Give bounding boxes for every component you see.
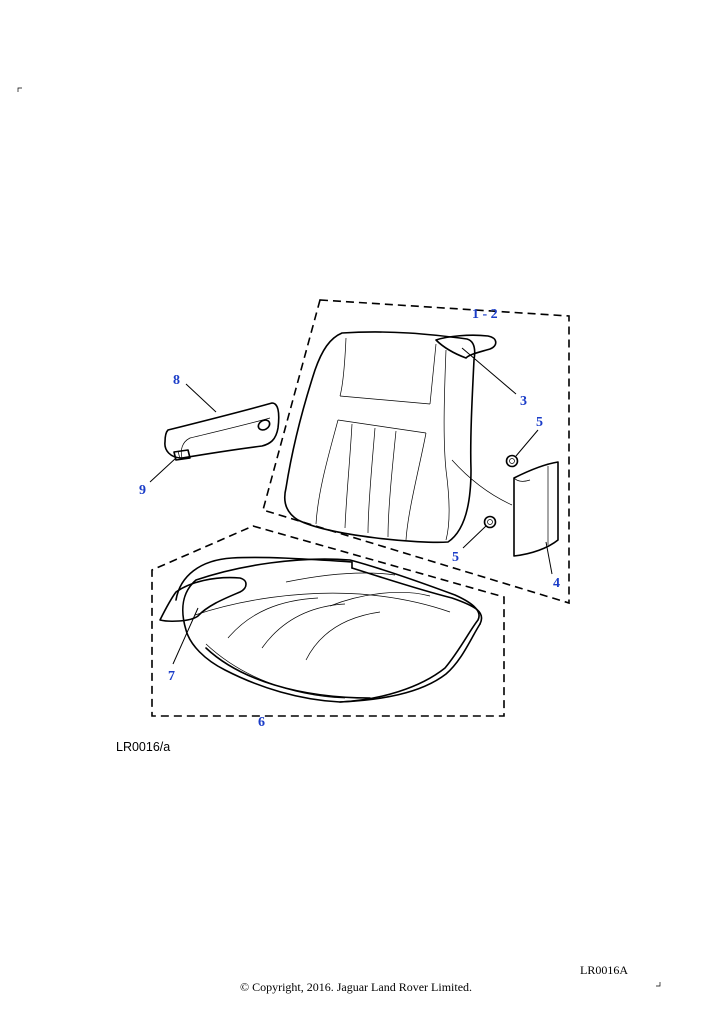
seat-back-group-outline: [262, 299, 570, 605]
callout-5-upper: 5: [536, 415, 543, 430]
seat-cushion: [182, 558, 480, 703]
trim-tab: [159, 576, 247, 622]
armrest: [164, 402, 280, 459]
callout-8: 8: [173, 373, 180, 388]
leader-5-lower: [462, 525, 487, 549]
leader-4: [545, 541, 553, 575]
copyright-notice: © Copyright, 2016. Jaguar Land Rover Lim…: [239, 980, 473, 994]
armrest-bush: [173, 449, 191, 461]
callout-5-lower: 5: [452, 550, 459, 565]
seat-cushion-cover-edge: [175, 556, 483, 703]
callout-4: 4: [553, 576, 560, 591]
callout-7: 7: [168, 669, 175, 684]
leader-7: [172, 607, 199, 665]
figure-reference: LR0016/a: [116, 740, 170, 754]
leader-5-upper: [515, 429, 539, 457]
leader-8: [185, 383, 217, 413]
corner-mark-top-left: [17, 87, 22, 92]
reference-code: LR0016A: [580, 963, 628, 977]
headrest-trim-tab: [435, 334, 497, 359]
fastener-lower: [483, 515, 497, 529]
callout-6: 6: [258, 715, 265, 730]
callout-3: 3: [520, 394, 527, 409]
callout-1-2: 1 - 2: [472, 307, 498, 322]
seat-back-cushion: [283, 331, 513, 544]
corner-mark-bottom-right: [656, 982, 661, 987]
rear-panel: [513, 461, 559, 557]
leader-3: [461, 347, 517, 395]
leader-9: [149, 457, 177, 483]
fastener-upper: [505, 454, 519, 468]
callout-9: 9: [139, 483, 146, 498]
